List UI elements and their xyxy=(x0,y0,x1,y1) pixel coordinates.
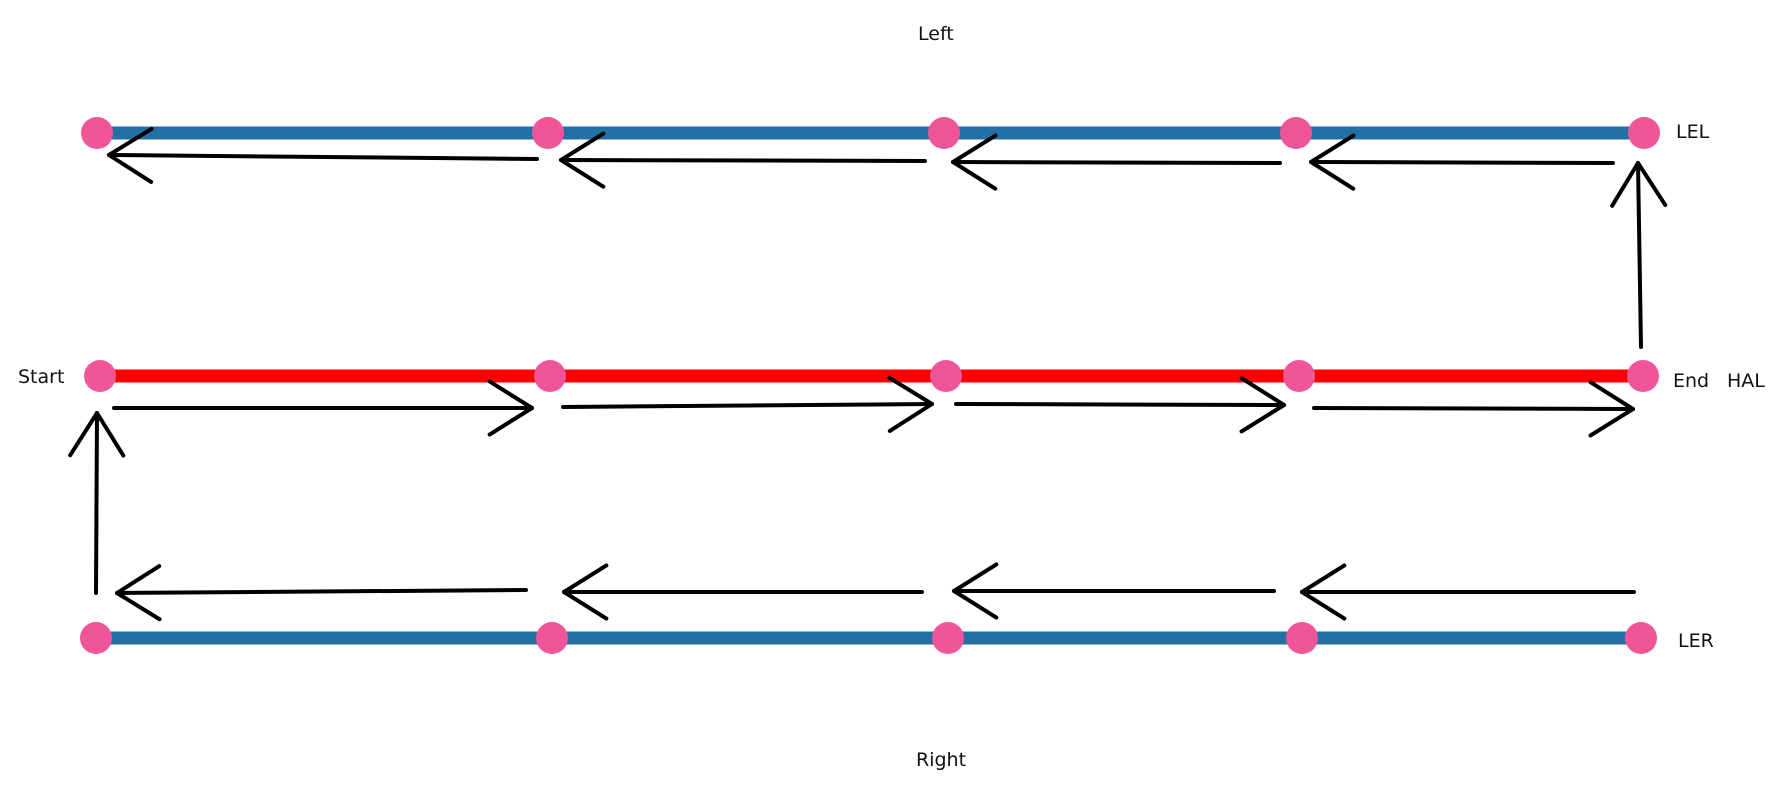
ler-arrow-1-shaft xyxy=(115,588,528,595)
lel-arrow-1-head xyxy=(107,126,154,184)
end-label: End xyxy=(1673,370,1710,392)
lel-arrow-1 xyxy=(107,126,539,184)
end-to-lel-arrow xyxy=(1610,161,1668,349)
lel-arrow-3-head xyxy=(951,133,998,191)
lel-arrow-2-head xyxy=(559,131,606,189)
ler-arrow-1-head xyxy=(115,564,162,622)
end-to-lel-arrow-head xyxy=(1610,161,1668,208)
lel-node-3 xyxy=(928,117,960,149)
lel-node-4 xyxy=(1280,117,1312,149)
lel-arrow-2 xyxy=(559,131,927,189)
lel-arrow-3 xyxy=(951,133,1282,191)
hal-label: HAL xyxy=(1727,370,1765,392)
lel-arrow-4 xyxy=(1309,133,1615,191)
lel-label: LEL xyxy=(1676,121,1710,143)
hal-node-1 xyxy=(84,360,116,392)
ler-arrow-2-head xyxy=(562,563,609,621)
hal-arrow-2-shaft xyxy=(561,402,934,409)
lel-arrow-4-shaft xyxy=(1309,160,1615,165)
hal-node-5 xyxy=(1627,360,1659,392)
ler-arrow-2 xyxy=(562,563,924,621)
hal-arrow-4 xyxy=(1312,380,1635,438)
ler-node-4 xyxy=(1286,622,1318,654)
ler-to-start-arrow-head xyxy=(68,411,126,458)
hal-arrow-3-shaft xyxy=(954,402,1286,407)
end-to-lel-arrow-shaft xyxy=(1636,161,1643,349)
ler-node-2 xyxy=(536,622,568,654)
lel-arrow-2-shaft xyxy=(559,158,927,163)
hal-arrow-4-shaft xyxy=(1312,406,1635,411)
ler-arrow-3-head xyxy=(952,562,999,620)
hal-arrow-2 xyxy=(561,375,934,433)
ler-to-start-arrow xyxy=(68,411,126,595)
hal-arrow-4-head xyxy=(1588,380,1635,438)
top-label: Left xyxy=(918,23,954,45)
hal-arrow-3-head xyxy=(1239,376,1286,434)
hal-arrow-1 xyxy=(112,379,534,437)
hal-arrow-3 xyxy=(954,376,1286,434)
ler-node-1 xyxy=(80,622,112,654)
ler-label: LER xyxy=(1678,630,1714,652)
lel-node-1 xyxy=(81,117,113,149)
ler-arrow-1 xyxy=(115,564,528,622)
ler-node-5 xyxy=(1625,622,1657,654)
hal-node-3 xyxy=(930,360,962,392)
hal-node-4 xyxy=(1283,360,1315,392)
ler-arrow-3 xyxy=(952,562,1276,620)
ler-arrow-4-head xyxy=(1300,563,1347,621)
hal-arrow-2-head xyxy=(887,375,934,433)
lel-node-5 xyxy=(1628,117,1660,149)
lel-node-2 xyxy=(532,117,564,149)
lel-arrow-1-shaft xyxy=(107,153,539,161)
ler-to-start-arrow-shaft xyxy=(94,411,99,595)
hal-node-2 xyxy=(534,360,566,392)
bottom-label: Right xyxy=(916,749,967,771)
start-label: Start xyxy=(18,366,65,388)
ler-arrow-4 xyxy=(1300,563,1636,621)
lel-arrow-4-head xyxy=(1309,133,1356,191)
lel-arrow-3-shaft xyxy=(951,160,1282,165)
ler-node-3 xyxy=(932,622,964,654)
hal-arrow-1-head xyxy=(487,379,534,437)
